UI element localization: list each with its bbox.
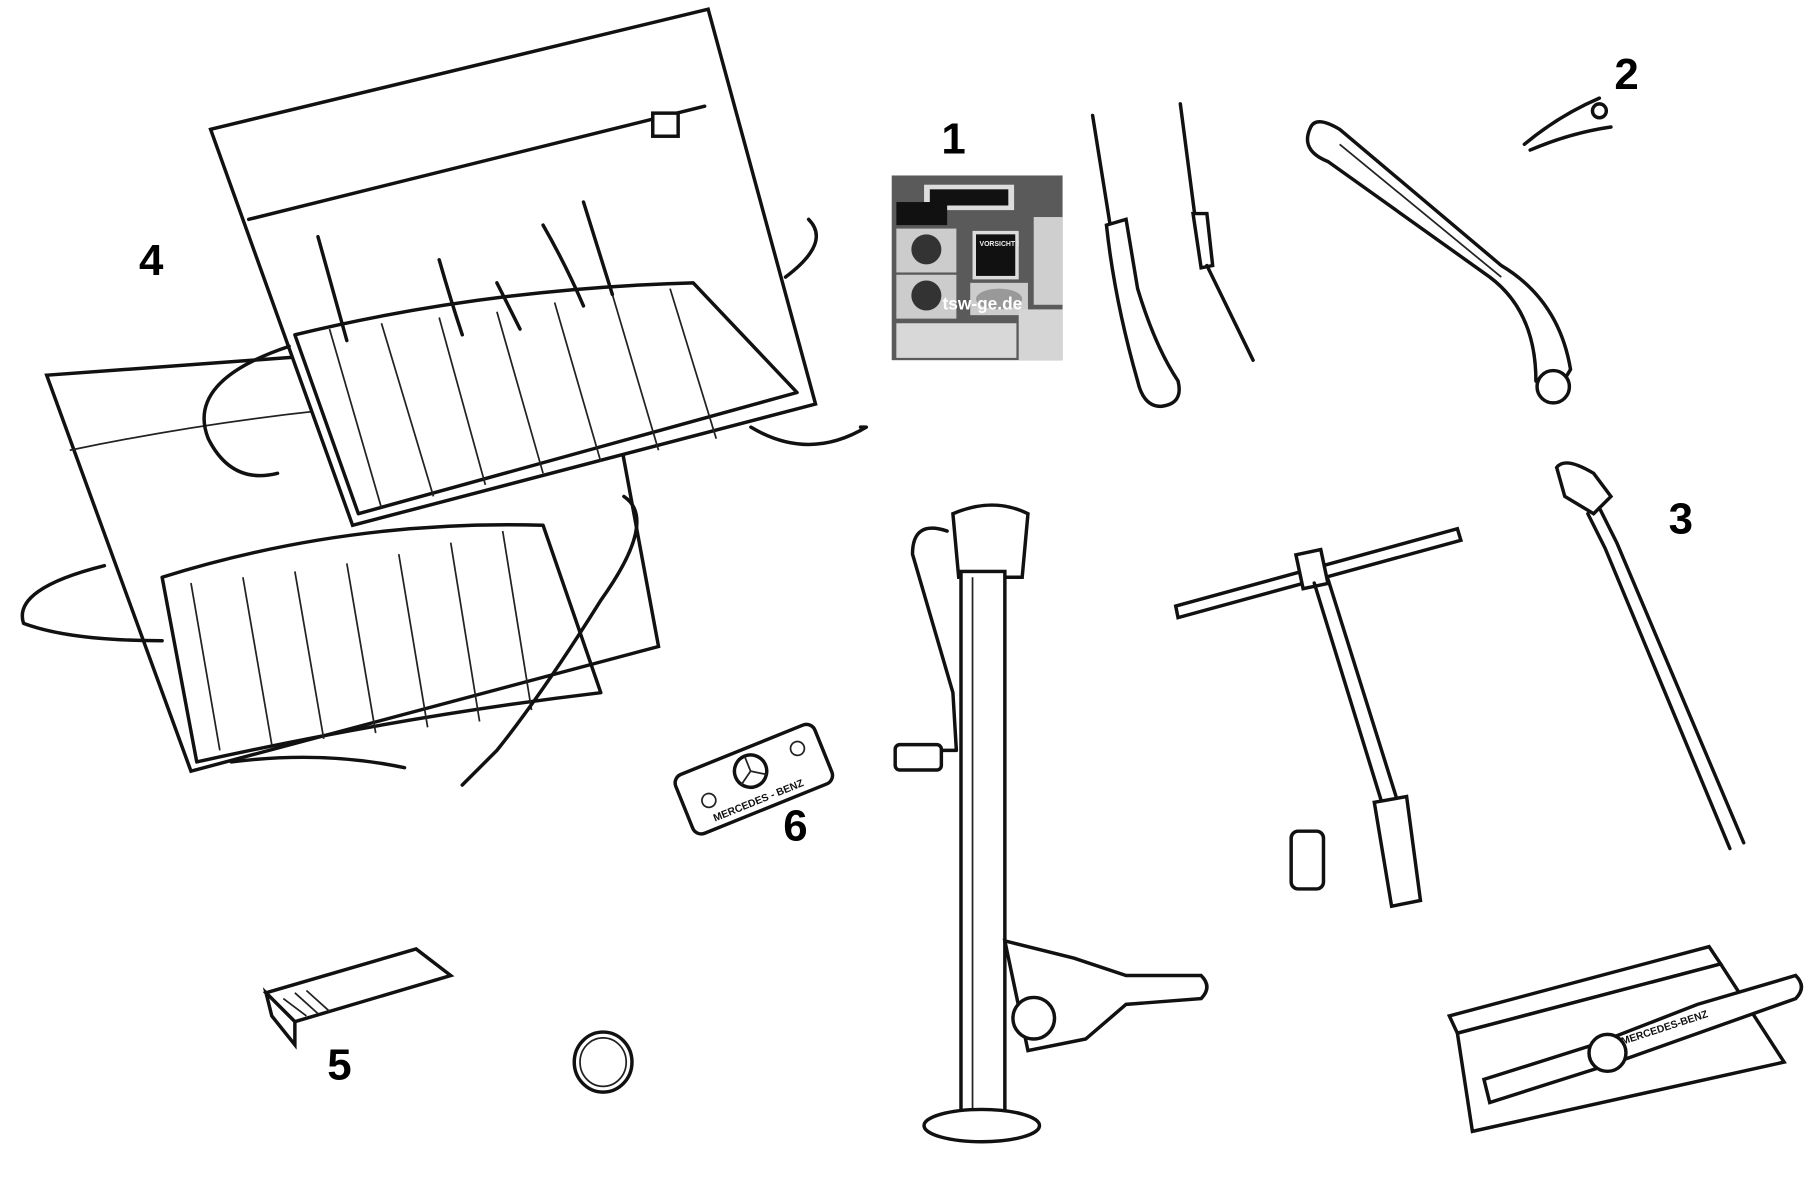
spark-plug-wrench: [1554, 461, 1746, 851]
tool-roll-front: [202, 7, 869, 528]
double-ended-screwdriver: [1178, 102, 1255, 362]
label-item-2: 2: [1614, 50, 1638, 99]
watermark: tsw-ge.de: [943, 293, 1023, 313]
sticker-text: VORSICHT !: [979, 241, 1019, 248]
sealing-ring-inner: [579, 1036, 628, 1088]
label-item-3: 3: [1669, 494, 1693, 543]
circlip-pliers: [1522, 96, 1613, 152]
sealing-ring: [572, 1030, 634, 1094]
label-item-5: 5: [327, 1040, 351, 1089]
wheel-nut-wrench: [1305, 120, 1573, 405]
label-item-4: 4: [139, 236, 164, 285]
label-item-6: 6: [783, 801, 807, 850]
sticker-set-photo: VORSICHT ! tsw-ge.de: [891, 175, 1063, 361]
torque-wrench-case: MERCEDES-BENZ: [1446, 944, 1804, 1134]
key-fob: MERCEDES - BENZ: [673, 722, 835, 836]
car-jack: [893, 503, 1209, 1144]
spare-bulb-box: [262, 947, 455, 1050]
t-handle-wrench: [1173, 526, 1464, 909]
label-item-1: 1: [941, 115, 965, 164]
screwdriver: [1090, 113, 1181, 409]
